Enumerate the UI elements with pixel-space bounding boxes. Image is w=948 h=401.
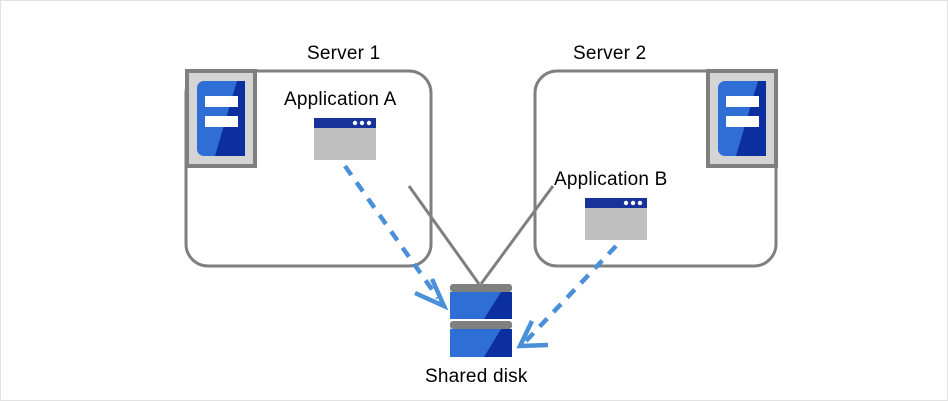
- arrow-shaft: [524, 244, 618, 343]
- server-1-label: Server 1: [307, 43, 381, 64]
- server-icon-bar-bottom: [205, 116, 238, 127]
- arrow-application-a-to-disk: [343, 164, 449, 311]
- shared-disk-icon[interactable]: [450, 284, 512, 357]
- disk-bar-middle: [450, 321, 512, 329]
- window-dot: [623, 200, 629, 206]
- application-a-label: Application A: [284, 89, 397, 110]
- window-dot: [630, 200, 636, 206]
- server-2-box[interactable]: [533, 69, 778, 268]
- connector-server-1-to-disk: [407, 185, 481, 285]
- window-dot: [637, 200, 643, 206]
- application-b-label: Application B: [554, 169, 668, 190]
- arrow-head: [516, 320, 549, 349]
- disk-platter-lower: [450, 329, 512, 357]
- window-dot: [352, 120, 358, 126]
- server-1-server-icon[interactable]: [185, 69, 257, 168]
- disk-bar-top: [450, 284, 512, 292]
- server-2-server-icon[interactable]: [706, 69, 778, 168]
- connector-lines: [407, 185, 555, 285]
- arrow-head: [414, 278, 449, 311]
- application-b-window-icon[interactable]: [585, 198, 647, 240]
- window-titlebar: [585, 198, 647, 208]
- server-2-label: Server 2: [573, 43, 647, 64]
- shared-disk-label: Shared disk: [425, 366, 528, 387]
- arrow-shaft: [343, 164, 440, 300]
- arrow-application-b-to-disk: [516, 244, 618, 349]
- application-a-window-icon[interactable]: [314, 118, 376, 160]
- window-dot: [366, 120, 372, 126]
- server-icon-bar-top: [205, 96, 238, 107]
- window-titlebar: [314, 118, 376, 128]
- server-icon-bar-bottom: [726, 116, 759, 127]
- server-1-box[interactable]: [184, 69, 433, 268]
- disk-platter-upper: [450, 292, 512, 319]
- window-dot: [359, 120, 365, 126]
- connector-server-2-to-disk: [479, 185, 555, 285]
- server-icon-bar-top: [726, 96, 759, 107]
